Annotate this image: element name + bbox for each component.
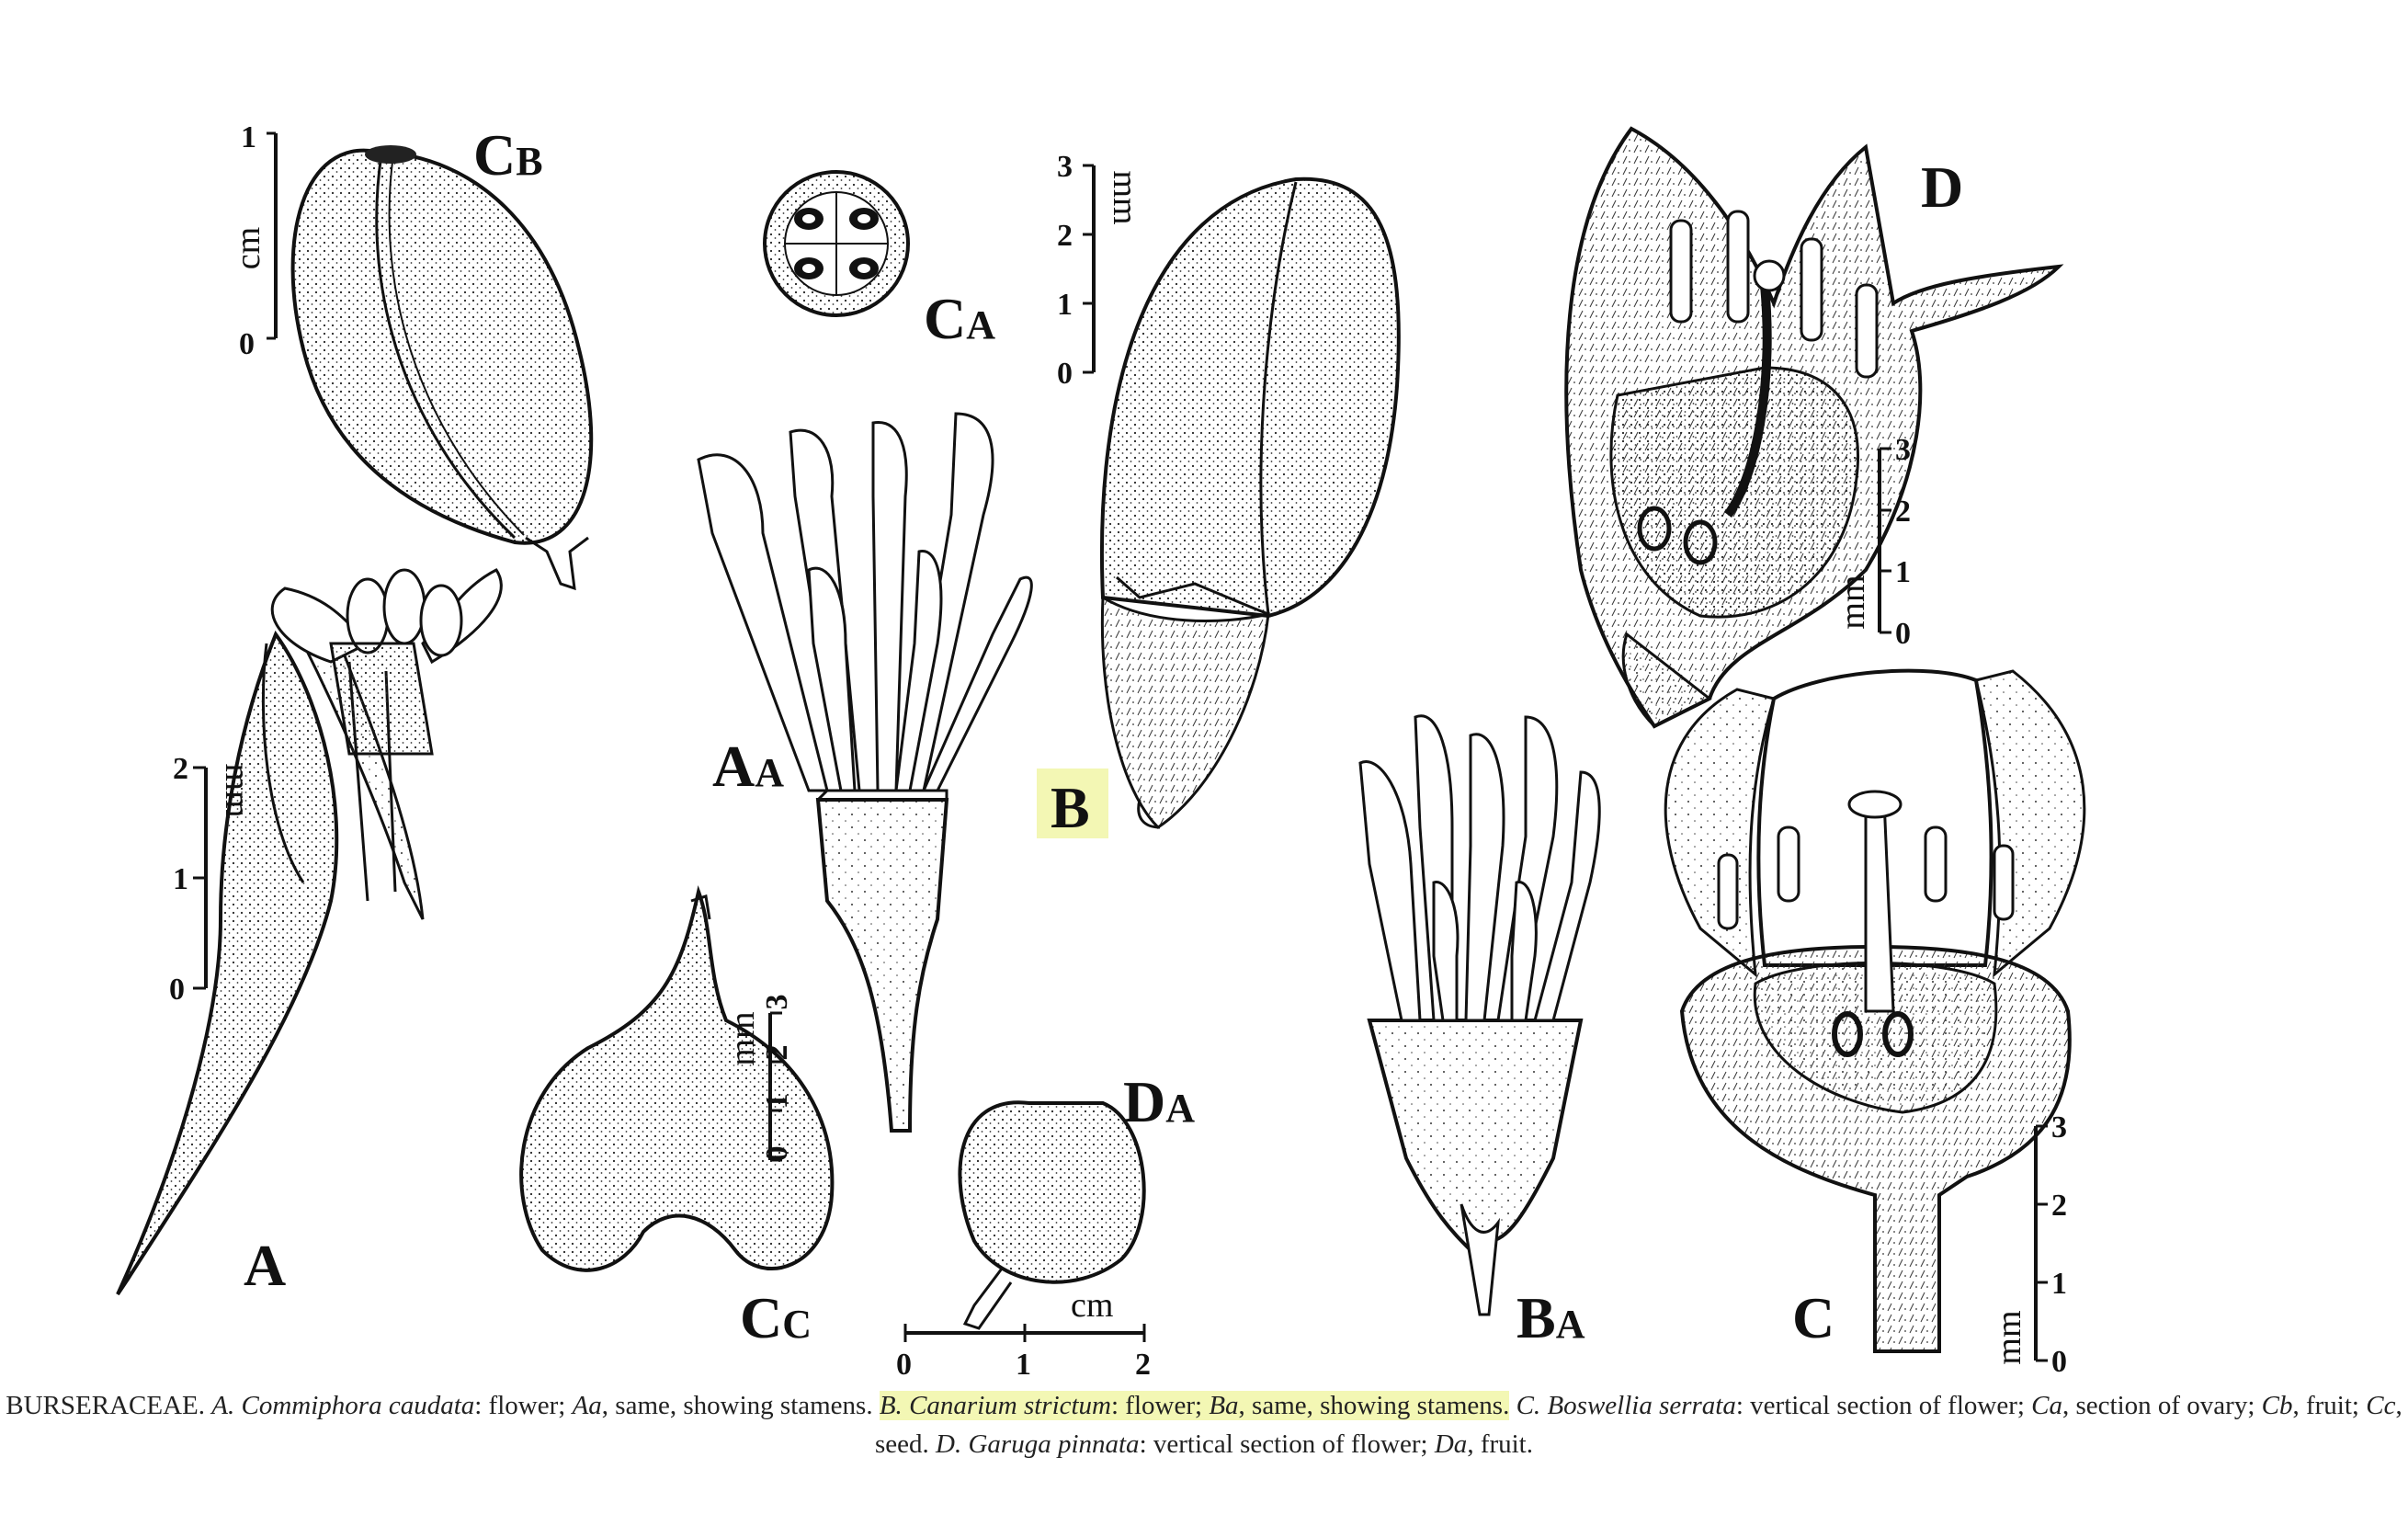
caption-ca-text: , section of ovary; [2062, 1391, 2255, 1420]
scale-tick: 3 [760, 995, 794, 1010]
scale-tick: 1 [760, 1094, 794, 1110]
caption-b-species: Canarium strictum [909, 1391, 1111, 1420]
caption-cc-text: , seed. [874, 1391, 2402, 1459]
scale-tick: 1 [173, 862, 188, 896]
scale-bar-cb: 1 0 cm [229, 120, 278, 361]
figure-ba-stamens [1358, 714, 1601, 1316]
scale-bar-b: 3 2 1 0 mm [1057, 150, 1144, 391]
scale-tick: 2 [2051, 1189, 2067, 1223]
label-b-highlight [1037, 768, 1108, 838]
scale-tick: 0 [1057, 357, 1073, 391]
scale-tick: 3 [1057, 150, 1073, 184]
caption-c-species: Boswellia serrata [1547, 1391, 1736, 1420]
scale-unit: mm [1990, 1310, 2028, 1364]
caption-d-text: : vertical section of flower; [1139, 1429, 1428, 1459]
scale-tick: 0 [239, 327, 255, 361]
figure-caption: BURSERACEAE. A. Commiphora caudata: flow… [0, 1386, 2408, 1463]
scale-tick: 0 [760, 1146, 794, 1162]
caption-b-letter: B. [879, 1391, 903, 1420]
label-cc: CC [740, 1285, 812, 1350]
scale-bar-da: 0 1 2 cm [896, 1286, 1151, 1382]
label-aa: AA [712, 734, 784, 799]
label-c: C [1792, 1285, 1834, 1350]
scale-tick: 2 [1135, 1348, 1151, 1382]
label-ba: BA [1516, 1285, 1585, 1350]
caption-b-text: : flower; [1111, 1391, 1203, 1420]
caption-a-text: : flower; [474, 1391, 566, 1420]
caption-cb-text: , fruit; [2292, 1391, 2359, 1420]
scale-tick: 3 [2051, 1110, 2067, 1144]
figure-aa-stamens [697, 412, 1033, 1133]
figure-d-flower-section [1564, 126, 2064, 729]
caption-a-letter: A. [211, 1391, 235, 1420]
scale-tick: 2 [173, 752, 188, 786]
scale-unit: cm [229, 227, 267, 269]
caption-ba-text: , same, showing stamens. [1238, 1391, 1510, 1420]
scale-tick: 1 [1016, 1348, 1031, 1382]
scale-tick: 1 [1895, 555, 1911, 589]
scale-unit: mm [723, 1011, 762, 1065]
scale-tick: 0 [896, 1348, 912, 1382]
caption-da-text: , fruit. [1467, 1429, 1533, 1459]
scale-tick: 0 [169, 973, 185, 1007]
scale-tick: 2 [760, 1045, 794, 1061]
caption-d-species: Garuga pinnata [968, 1429, 1140, 1459]
caption-highlight: B. Canarium strictum: flower; Ba, same, … [879, 1391, 1510, 1420]
scale-unit: mm [1106, 170, 1144, 224]
caption-da-letter: Da [1434, 1429, 1468, 1459]
scale-unit: mm [1834, 575, 1872, 629]
figure-b-flower [1099, 176, 1401, 829]
scale-tick: 0 [1895, 617, 1911, 651]
caption-a-species: Commiphora caudata [241, 1391, 475, 1420]
scale-tick: 2 [1057, 219, 1073, 253]
scale-tick: 1 [2051, 1267, 2067, 1301]
caption-cc-letter: Cc [2366, 1391, 2396, 1420]
caption-ba-letter: Ba [1209, 1391, 1239, 1420]
scale-tick: 2 [1895, 495, 1911, 529]
scale-tick: 3 [1895, 433, 1911, 467]
label-d: D [1921, 154, 1963, 220]
caption-c-letter: C. [1516, 1391, 1541, 1420]
caption-cb-letter: Cb [2261, 1391, 2293, 1420]
scale-tick: 1 [241, 120, 256, 154]
figure-cb-fruit [290, 145, 594, 591]
scale-bar-cc: 3 2 1 0 mm [723, 995, 794, 1162]
figure-da-fruit [958, 1100, 1146, 1330]
caption-d-letter: D. [936, 1429, 962, 1459]
scale-unit: cm [1071, 1286, 1113, 1325]
scale-unit: mm [218, 763, 256, 817]
figure-cc-seed [519, 884, 835, 1272]
caption-aa-text: , same, showing stamens. [601, 1391, 873, 1420]
figure-c-flower-section [1664, 668, 2086, 1353]
scale-bar-d: 3 2 1 0 mm [1834, 433, 1911, 651]
label-cb: CB [473, 122, 543, 188]
label-b: B [1051, 775, 1090, 840]
figure-a-flower [116, 568, 503, 1296]
label-da: DA [1123, 1069, 1195, 1134]
figure-ca-ovary-section [763, 170, 910, 317]
caption-ca-letter: Ca [2031, 1391, 2062, 1420]
scale-tick: 1 [1057, 288, 1073, 322]
scale-bar-c: 3 2 1 0 mm [1990, 1110, 2067, 1379]
caption-family: BURSERACEAE. [6, 1391, 206, 1420]
caption-c-text: : vertical section of flower; [1735, 1391, 2025, 1420]
label-ca: CA [924, 286, 995, 351]
label-a: A [244, 1233, 286, 1298]
caption-aa-letter: Aa [572, 1391, 602, 1420]
scale-tick: 0 [2051, 1345, 2067, 1379]
scale-bar-a: 2 1 0 mm [169, 752, 256, 1007]
